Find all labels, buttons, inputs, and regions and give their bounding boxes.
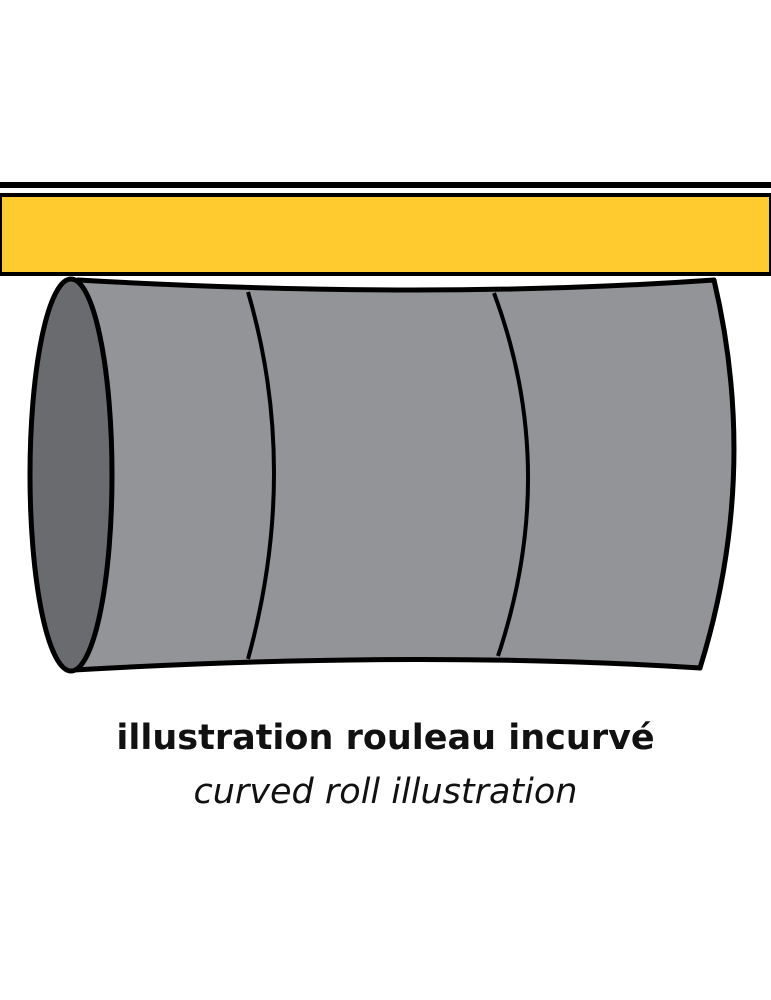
caption-french: illustration rouleau incurvé	[116, 718, 655, 758]
roll-segment-line-right	[492, 292, 530, 657]
caption-english: curved roll illustration	[193, 772, 578, 812]
roll-end-face	[27, 276, 115, 674]
top-black-bar	[0, 182, 771, 188]
curved-roll-figure	[0, 182, 771, 674]
roll-body	[71, 277, 737, 673]
roll-segment-line-left	[246, 291, 276, 660]
curved-roll-drawing	[0, 182, 771, 674]
yellow-plate	[0, 193, 771, 276]
